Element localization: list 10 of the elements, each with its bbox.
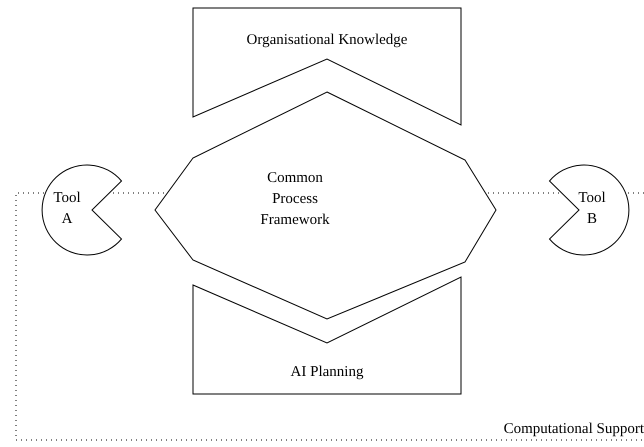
shape-label: AI Planning [290, 363, 364, 382]
shape-label: Organisational Knowledge [246, 31, 408, 50]
chevron-box [193, 277, 461, 394]
dotted-frame [16, 193, 644, 440]
chevron-box [193, 8, 461, 125]
pacman-shape [42, 165, 122, 255]
shape-label: Common Process Framework [259, 169, 331, 230]
shape-label: Tool B [577, 189, 607, 229]
shape-label: Computational Support [502, 420, 644, 439]
shape-label: Tool A [52, 189, 82, 229]
